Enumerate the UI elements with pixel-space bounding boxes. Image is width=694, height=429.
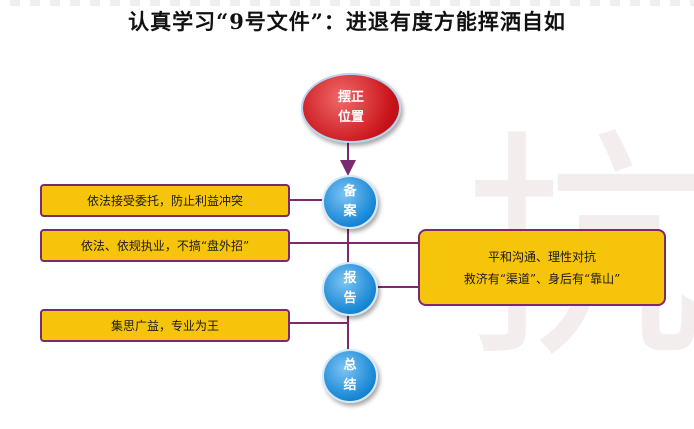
page-title: 认真学习“9号文件”：进退有度方能挥洒自如 [128, 9, 566, 34]
node-zongjie: 总结 [322, 349, 378, 403]
node-start: 摆正位置 [301, 73, 401, 143]
box-left-2: 依法、依规执业，不搞“盘外招” [40, 229, 290, 262]
box-left-3: 集思广益，专业为王 [40, 309, 290, 342]
box-left-1: 依法接受委托，防止利益冲突 [40, 184, 290, 217]
node-beian: 备案 [322, 175, 378, 229]
top-pattern-band [0, 0, 694, 6]
box-right: 平和沟通、理性对抗救济有“渠道”、身后有“靠山” [418, 229, 666, 306]
node-baogao: 报告 [322, 262, 378, 316]
